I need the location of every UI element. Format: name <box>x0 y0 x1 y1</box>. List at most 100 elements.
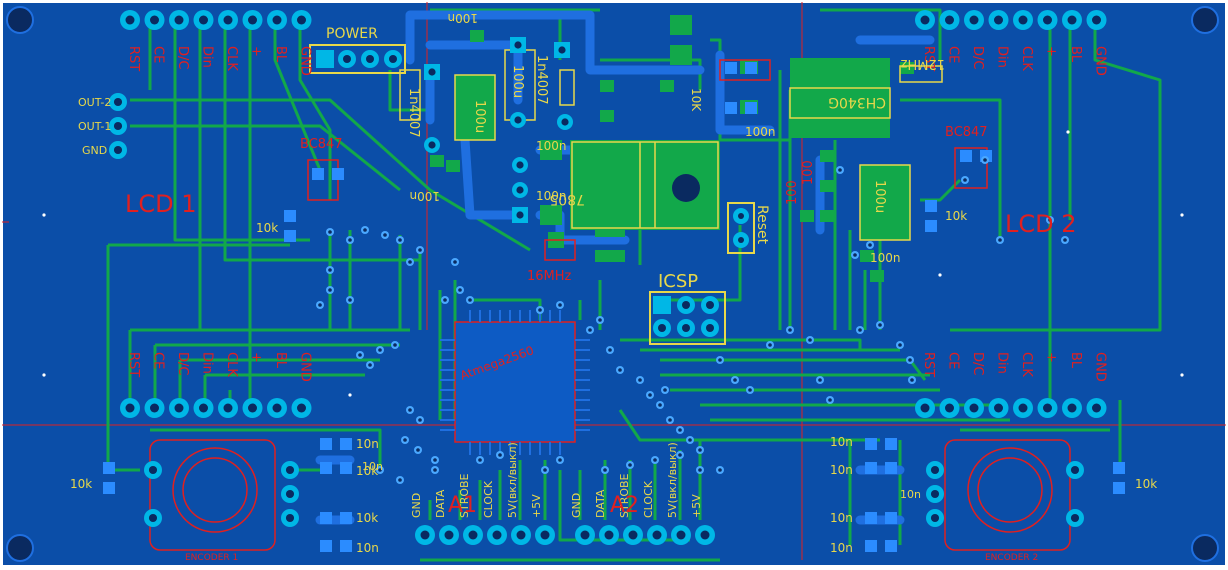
pad-hole <box>174 403 184 413</box>
pad-hole <box>113 121 123 131</box>
smd-pad <box>340 512 352 524</box>
via-hole <box>538 308 542 312</box>
smd-pad <box>1113 482 1125 494</box>
pad-hole <box>945 15 954 25</box>
pad-hole <box>652 530 662 540</box>
capacitor-100n-label: 100n <box>536 139 567 153</box>
pad-hole <box>285 465 295 475</box>
a1-pin-label: +5V <box>530 494 543 518</box>
via-hole <box>898 343 902 347</box>
fiducial-dot <box>1066 130 1070 134</box>
lcd1-top-pin-label: RST <box>126 46 141 71</box>
a2-pin-label: STROBE <box>618 473 631 518</box>
icsp-header <box>649 291 726 345</box>
via-hole <box>433 458 437 462</box>
pad-hole <box>516 211 524 219</box>
capacitor-10n-label: 10n <box>830 463 853 477</box>
lcd2-bottom-pin-label: GND <box>1093 352 1108 382</box>
pad-hole <box>994 403 1003 413</box>
via-hole <box>398 478 402 482</box>
fiducial-dot <box>42 373 46 377</box>
pad-hole <box>920 15 930 25</box>
smd-pad <box>320 462 332 474</box>
via-hole <box>468 298 472 302</box>
pad-hole <box>272 15 282 25</box>
pad-hole <box>272 403 282 413</box>
pad-hole <box>540 530 550 540</box>
resistor-10k-label: 10K <box>689 88 703 112</box>
a1-pin-label: 5V(вкл/выкл) <box>506 442 519 518</box>
resistor-10k-label: 10k <box>70 477 92 491</box>
fiducial-dot <box>1180 213 1184 217</box>
pad-hole <box>297 403 306 413</box>
encoder2-label: ENCODER 2 <box>985 553 1038 563</box>
via-hole <box>718 468 722 472</box>
via-hole <box>963 178 967 182</box>
lcd2-bottom-pin-label: + <box>1044 352 1059 363</box>
diode-b-label: 1n4007 <box>534 55 549 105</box>
via-hole <box>416 448 420 452</box>
via-hole <box>878 323 882 327</box>
capacitor-100u-label: 100u <box>472 100 487 133</box>
a1-pin-label: STROBE <box>458 473 471 518</box>
a2-pin-label: CLOCK <box>642 480 655 518</box>
usb-chip-ch340g <box>789 58 891 138</box>
via-hole <box>368 363 372 367</box>
via-hole <box>348 238 352 242</box>
pad-hole <box>561 118 569 126</box>
lcd1-top-pin-label: + <box>249 46 264 57</box>
mcu-atmega2560 <box>440 310 590 455</box>
diode-a-label: 1n4007 <box>406 88 421 138</box>
capacitor-10n-label: 10n <box>356 437 379 451</box>
lcd2-title: LCD 2 <box>1005 210 1077 238</box>
lcd1-bottom-pin-label: GND <box>298 352 313 382</box>
lcd1-bottom-pin-label: BL <box>273 352 288 369</box>
capacitor-10n-label: 10n <box>830 511 853 525</box>
lcd2-top-pin-label: Din <box>995 46 1010 68</box>
smd-pad <box>925 200 937 212</box>
pad-hole <box>248 403 257 413</box>
fiducial-dot <box>1180 373 1184 377</box>
smd-pad <box>960 150 972 162</box>
smd-pad <box>865 438 877 450</box>
lcd1-top-pin-label: D/C <box>175 46 190 69</box>
smd-pad <box>925 220 937 232</box>
via-hole <box>998 238 1002 242</box>
smd-pad <box>885 540 897 552</box>
bc847-b-label: BC847 <box>945 125 988 140</box>
pad-hole <box>492 530 502 540</box>
lcd2-bottom-pin-label: D/C <box>970 352 985 375</box>
pad-hole <box>1070 465 1080 475</box>
smd-pad <box>340 540 352 552</box>
pad-hole <box>113 97 123 107</box>
a2-pin-label: +5V <box>690 494 703 518</box>
smd-pad <box>320 512 332 524</box>
smd-pad <box>745 102 757 114</box>
via-hole <box>853 253 857 257</box>
pad-hole <box>223 15 233 25</box>
via-hole <box>328 288 332 292</box>
pad-hole <box>1018 15 1028 25</box>
via-hole <box>668 418 672 422</box>
via-hole <box>768 343 772 347</box>
via-hole <box>328 268 332 272</box>
lcd1-title: LCD 1 <box>125 190 197 218</box>
pad-hole <box>285 513 295 523</box>
via-hole <box>808 338 812 342</box>
capacitor-10n-label: 10n <box>356 541 379 555</box>
crystal-usb-label: 12MHz <box>900 56 945 71</box>
pad-hole <box>1092 15 1101 25</box>
pad-hole <box>930 465 940 475</box>
pad-hole <box>444 530 454 540</box>
smd-pad <box>885 438 897 450</box>
pad-hole <box>248 15 257 25</box>
via-hole <box>378 348 382 352</box>
pad-hole <box>428 141 436 149</box>
pad-hole <box>514 116 522 124</box>
smd-pad <box>284 210 296 222</box>
resistor-10k-label: 10k <box>356 464 378 478</box>
via-hole <box>1063 238 1067 242</box>
pad-hole <box>930 489 940 499</box>
via-hole <box>788 328 792 332</box>
